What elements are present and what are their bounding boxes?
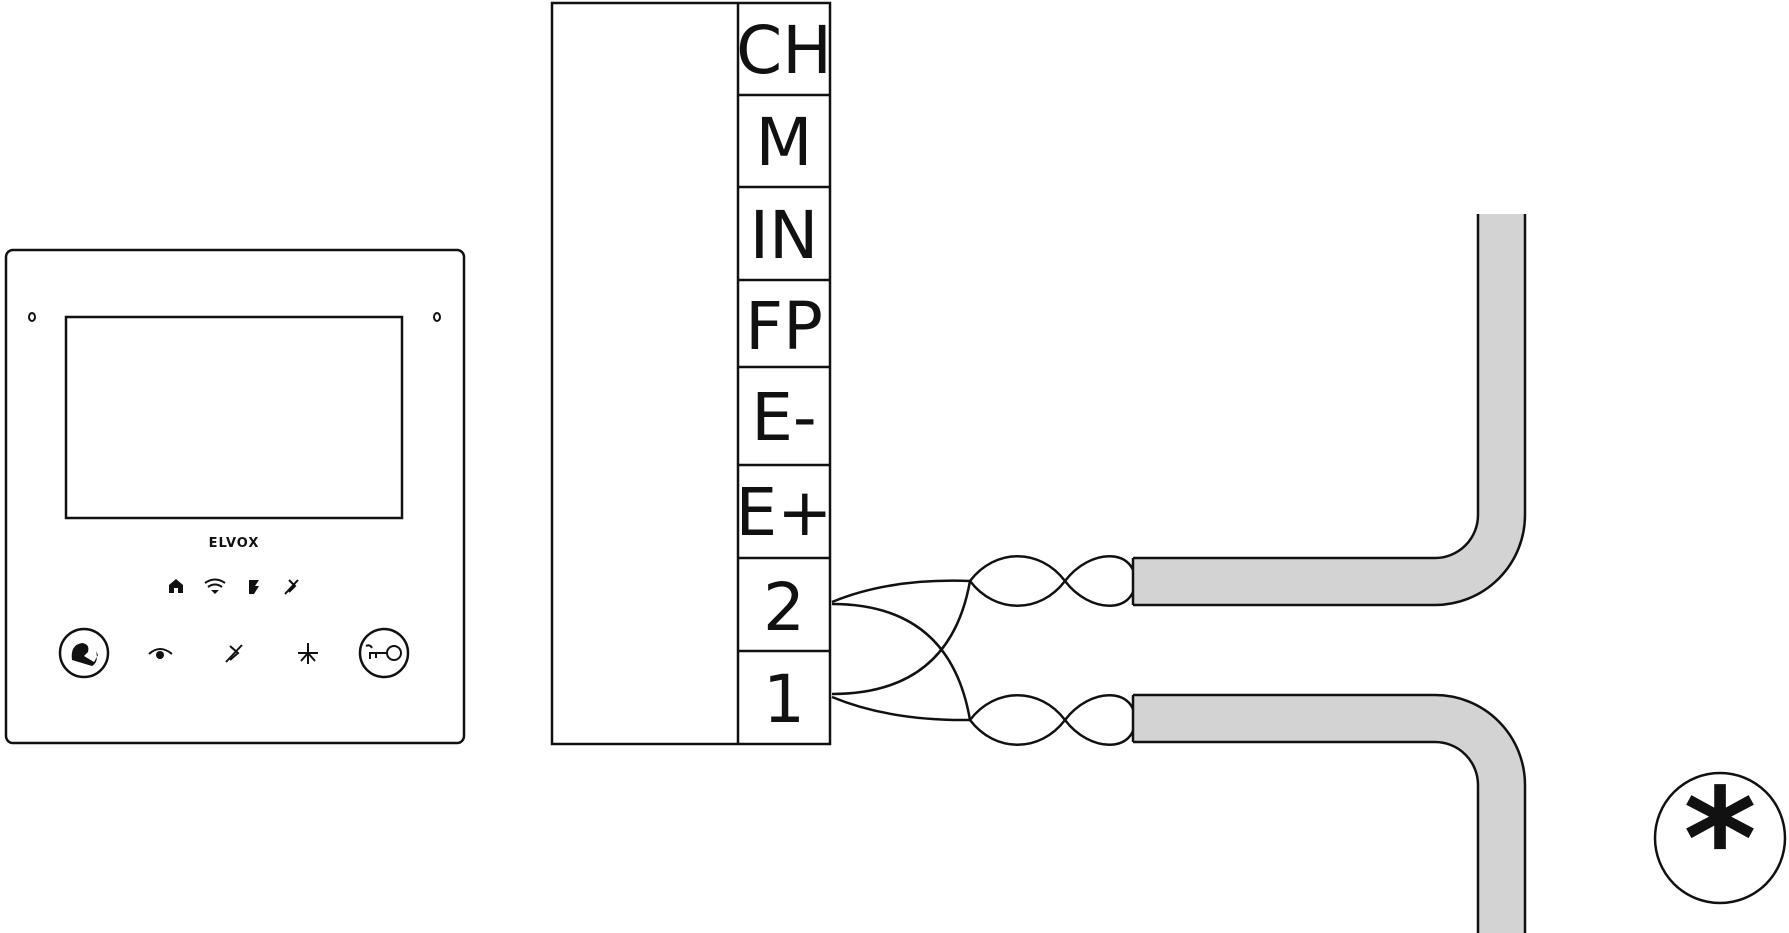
terminal-label-2: 2 (763, 569, 805, 646)
mute-icon (225, 644, 243, 663)
mounting-hole-left (28, 312, 36, 322)
wifi-icon (204, 578, 226, 594)
mounting-hole-right (433, 312, 441, 322)
mute-icon (284, 579, 299, 595)
monitor-screen (64, 315, 404, 520)
twisted-pair-lower (969, 694, 1137, 746)
terminal-label-fp: FP (745, 288, 823, 365)
eye-icon (148, 648, 173, 659)
terminal-block: CH M IN FP E- E+ 2 1 (550, 1, 833, 746)
cable-conduit-upper (1131, 214, 1527, 607)
door-open-button[interactable] (358, 627, 410, 679)
video-monitor: ELVOX (4, 248, 466, 745)
twisted-pair-upper (969, 555, 1137, 607)
terminal-label-1: 1 (763, 661, 805, 738)
door-key-icon (365, 644, 402, 661)
home-icon (169, 579, 183, 593)
terminal-label-m: M (756, 104, 813, 181)
terminal-label-in: IN (750, 197, 819, 274)
answer-call-icon (71, 643, 98, 666)
terminal-block-body (550, 1, 832, 746)
terminal-label-ch: CH (736, 12, 832, 89)
brand-logo: ELVOX (209, 536, 260, 551)
asterisk-icon: * (1683, 759, 1756, 922)
monitor-body (4, 248, 466, 745)
asterisk-symbol: * (1653, 759, 1787, 922)
terminal-label-eplus: E+ (735, 474, 832, 551)
answer-call-button[interactable] (58, 627, 110, 679)
bus-wires (831, 555, 1137, 746)
terminal-label-eminus: E- (751, 379, 817, 456)
fan-icon (298, 643, 318, 664)
clock-icon (249, 580, 259, 594)
cable-conduit-lower (1131, 693, 1527, 933)
